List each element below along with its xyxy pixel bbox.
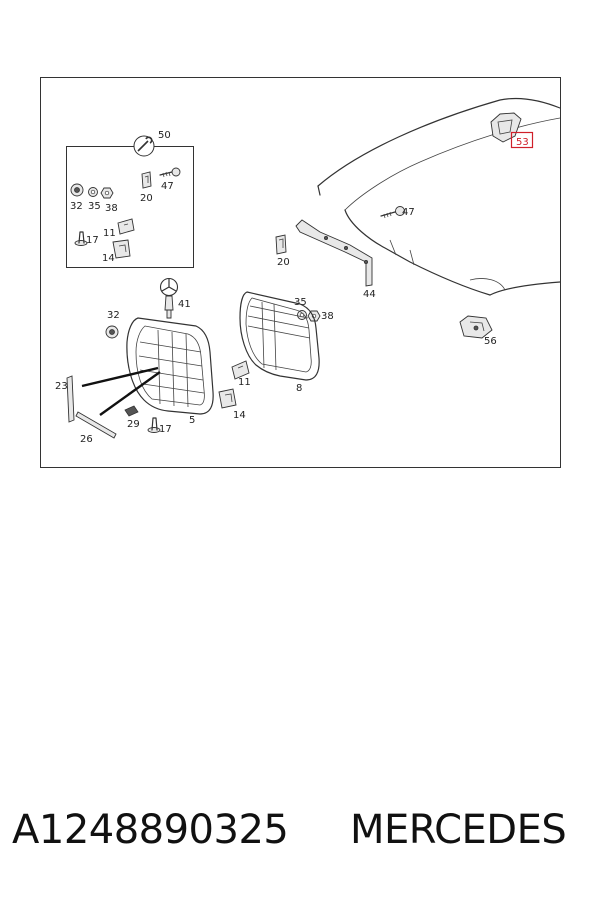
callout-26: 26 bbox=[80, 434, 93, 445]
part-32-nut bbox=[70, 183, 84, 197]
assembly-arrows bbox=[81, 366, 161, 416]
callout-11: 11 bbox=[103, 228, 116, 239]
callout-8: 8 bbox=[296, 383, 302, 394]
part-11-bracket bbox=[117, 218, 135, 235]
part-29-clip bbox=[124, 405, 139, 417]
wrench-icon bbox=[133, 135, 155, 157]
part-35-washer-b bbox=[297, 310, 307, 320]
part-17-rivet bbox=[74, 231, 88, 246]
part-26-bottom-strip bbox=[75, 411, 117, 439]
diagram-frame bbox=[40, 77, 561, 468]
part-11-bracket-b bbox=[231, 360, 250, 380]
callout-14: 14 bbox=[102, 253, 115, 264]
part-5-grille-frame bbox=[126, 317, 214, 415]
callout-17-b: 17 bbox=[159, 424, 172, 435]
callout-38-b: 38 bbox=[321, 311, 334, 322]
callout-47-hood: 47 bbox=[402, 207, 415, 218]
callout-20-body: 20 bbox=[277, 257, 290, 268]
highlight-box-53 bbox=[510, 131, 534, 149]
callout-5: 5 bbox=[189, 415, 195, 426]
part-number: A1248890325 bbox=[12, 807, 289, 853]
part-44-seal bbox=[295, 219, 373, 287]
callout-44: 44 bbox=[363, 289, 376, 300]
part-53-emblem bbox=[490, 112, 522, 143]
callout-47: 47 bbox=[161, 181, 174, 192]
callout-29: 29 bbox=[127, 419, 140, 430]
part-17-rivet-b bbox=[147, 417, 161, 433]
part-14-clip bbox=[112, 239, 131, 259]
callout-32: 32 bbox=[70, 201, 83, 212]
part-35-washer bbox=[88, 187, 98, 197]
brand-name: MERCEDES bbox=[350, 807, 567, 853]
hood-outline bbox=[317, 97, 561, 296]
callout-38: 38 bbox=[105, 203, 118, 214]
callout-17: 17 bbox=[86, 235, 99, 246]
callout-53: 53 bbox=[516, 137, 529, 148]
callout-50: 50 bbox=[158, 130, 171, 141]
caption-bar: A1248890325 MERCEDES bbox=[0, 804, 600, 864]
part-47-screw bbox=[159, 167, 181, 178]
callout-35: 35 bbox=[88, 201, 101, 212]
part-20-body-clip bbox=[275, 234, 287, 255]
part-14-clip-b bbox=[218, 388, 237, 409]
part-38-nut bbox=[100, 187, 114, 199]
part-41-star bbox=[159, 277, 179, 319]
callout-35-b: 35 bbox=[294, 297, 307, 308]
parts-kit-box bbox=[66, 146, 194, 268]
callout-20: 20 bbox=[140, 193, 153, 204]
callout-41: 41 bbox=[178, 299, 191, 310]
part-23-side-strip bbox=[66, 375, 75, 423]
part-20-clip bbox=[141, 171, 152, 189]
part-8-grille-insert bbox=[239, 291, 320, 381]
part-32-nut-b bbox=[105, 325, 119, 339]
callout-32-b: 32 bbox=[107, 310, 120, 321]
callout-56: 56 bbox=[484, 336, 497, 347]
callout-14-b: 14 bbox=[233, 410, 246, 421]
callout-11-b: 11 bbox=[238, 377, 251, 388]
part-47-hood-screw bbox=[380, 206, 405, 219]
part-56-latch bbox=[459, 315, 493, 339]
callout-23: 23 bbox=[55, 381, 68, 392]
